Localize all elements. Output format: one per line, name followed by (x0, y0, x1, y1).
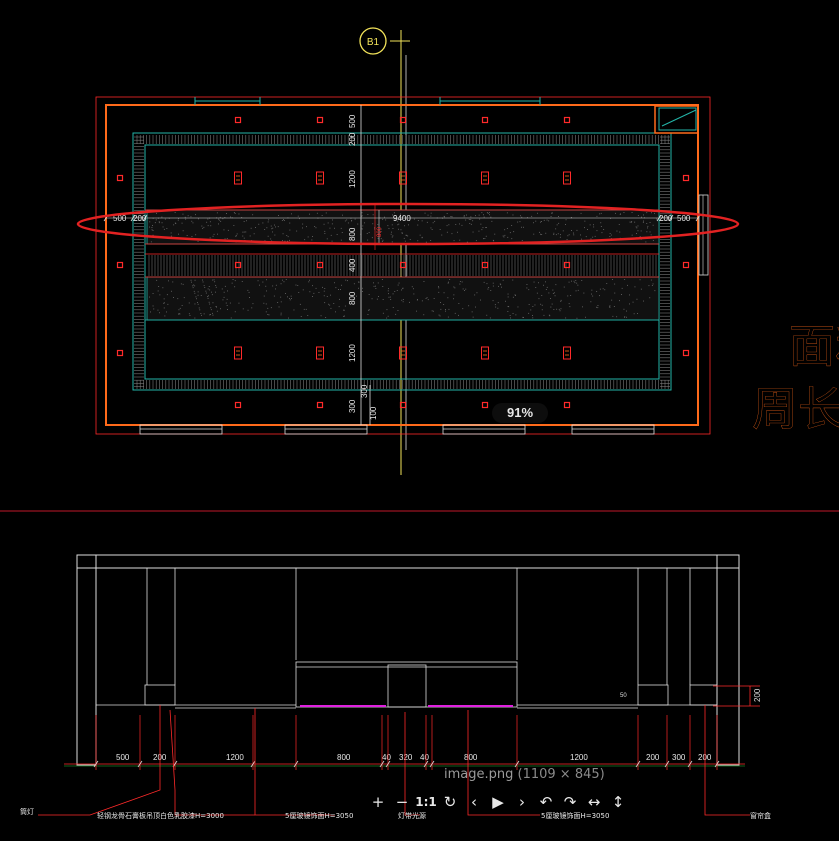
label-curtain-box: 窗帘盒 (750, 811, 771, 820)
section-dim-2: 1200 (226, 753, 244, 762)
flip-vertical-button[interactable]: ↕ (606, 791, 630, 813)
viewer-toolbar: +−1:1 ↻ ‹ ▶ › ↶ ↷ ↔ ↕ (366, 791, 630, 813)
reset-button[interactable]: ↻ (438, 791, 462, 813)
chevron-right-icon: › (519, 793, 525, 811)
dim-v-300b: 300 (348, 399, 357, 413)
label-mirror-right: 5厘玻镜饰面H=3050 (541, 811, 609, 820)
section-dim-8: 1200 (570, 753, 588, 762)
play-button[interactable]: ▶ (486, 791, 510, 813)
dim-v-200: 200 (348, 132, 357, 146)
dim-right-200: 200 (659, 214, 673, 223)
rotate-right-icon: ↷ (563, 793, 577, 811)
grid-bubble-label: B1 (367, 37, 380, 48)
label-downlight: 筒灯 (20, 807, 34, 816)
plus-icon: + (371, 793, 385, 811)
file-name: image.png (444, 767, 514, 782)
section-dim-5: 320 (399, 753, 413, 762)
dim-total-9400: 9400 (393, 214, 411, 223)
chevron-left-icon: ‹ (471, 793, 477, 811)
refresh-icon: ↻ (443, 793, 457, 811)
dim-v-300a: 300 (360, 384, 369, 398)
ceiling-plan: 500 200 9400 200 500 500 200 1200 800 40… (95, 96, 711, 435)
play-icon: ▶ (492, 793, 504, 811)
dim-v-800c: 800 (377, 226, 383, 237)
minus-icon: − (395, 793, 409, 811)
actual-size-button[interactable]: 1:1 (414, 791, 438, 813)
rotate-right-button[interactable]: ↷ (558, 791, 582, 813)
section-dim-10: 300 (672, 753, 686, 762)
dim-v-1200b: 1200 (348, 344, 357, 362)
section-dim-4: 40 (382, 753, 391, 762)
label-light-strip: 灯带光源 (398, 811, 426, 820)
section-dim-9: 200 (646, 753, 660, 762)
section-dim-7: 800 (464, 753, 478, 762)
label-mirror-left: 5厘玻镜饰面H=3050 (285, 811, 353, 820)
highlight-ellipse (76, 202, 740, 246)
dim-v-1200a: 1200 (348, 170, 357, 188)
side-text-1: 面和 (789, 319, 839, 373)
rotate-left-icon: ↶ (539, 793, 553, 811)
section-dim-0: 500 (116, 753, 130, 762)
dim-v-100: 100 (369, 406, 378, 420)
dim-left-200: 200 (133, 214, 147, 223)
one-to-one-icon: 1:1 (415, 795, 437, 809)
dim-v-400: 400 (348, 258, 357, 272)
flip-vertical-icon: ↕ (611, 793, 625, 811)
side-text-2: 周长 (752, 382, 839, 436)
zoom-level-badge: 91% (492, 403, 548, 423)
file-dimensions: (1109 × 845) (517, 767, 605, 782)
flip-horizontal-icon: ↔ (587, 793, 601, 811)
flip-horizontal-button[interactable]: ↔ (582, 791, 606, 813)
file-caption: image.png (1109 × 845) (444, 767, 605, 782)
dim-left-500: 500 (113, 214, 127, 223)
zoom-out-button[interactable]: − (390, 791, 414, 813)
dim-right-500: 500 (677, 214, 691, 223)
rotate-left-button[interactable]: ↶ (534, 791, 558, 813)
previous-button[interactable]: ‹ (462, 791, 486, 813)
svg-text:50: 50 (620, 693, 627, 699)
label-gypsum-ceiling: 轻钢龙骨石膏板吊顶白色乳胶漆H=3000 (97, 811, 224, 820)
dim-v-800b: 800 (348, 291, 357, 305)
dim-v-800a: 800 (348, 227, 357, 241)
section-dim-3: 800 (337, 753, 351, 762)
zoom-in-button[interactable]: + (366, 791, 390, 813)
next-button[interactable]: › (510, 791, 534, 813)
dim-v-500: 500 (348, 114, 357, 128)
section-height-dim: 200 (753, 688, 762, 702)
section-dim-6: 40 (420, 753, 429, 762)
